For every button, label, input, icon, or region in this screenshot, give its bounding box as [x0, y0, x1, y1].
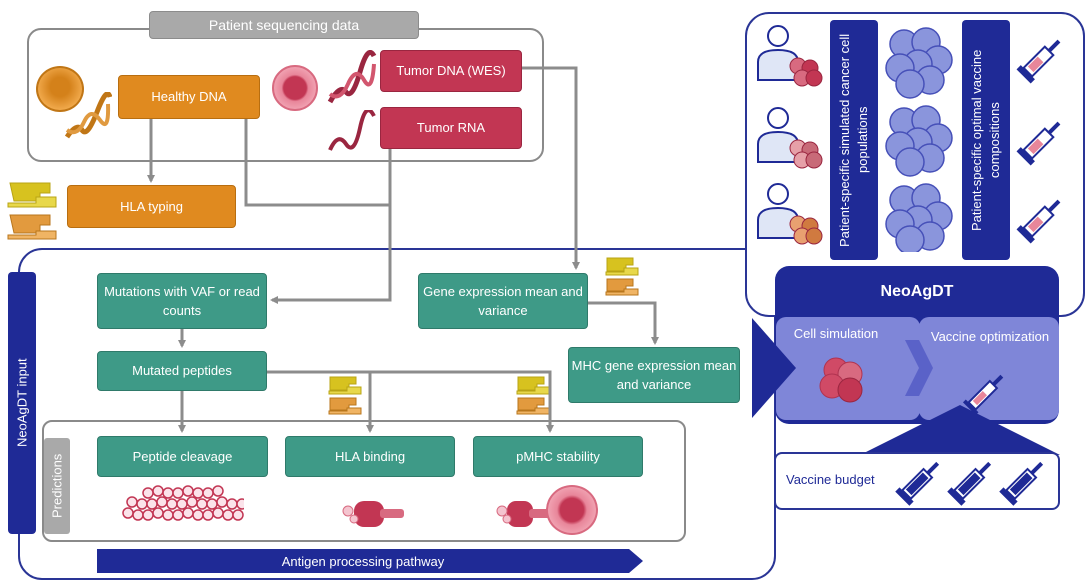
- cancer-cell-cluster-icon: [816, 352, 870, 406]
- hla-molecule-icon: [603, 256, 641, 298]
- syringe-icon: [895, 461, 940, 506]
- tumor-rna-strand-icon: [326, 108, 378, 156]
- syringe-icon: [1016, 199, 1061, 244]
- syringe-icon: [1016, 39, 1061, 84]
- tumor-cell-icon: [272, 65, 318, 111]
- syringe-icon: [962, 366, 1012, 416]
- antigen-pathway-label: Antigen processing pathway: [281, 553, 445, 569]
- gene-expression-box: Gene expression mean and variance: [418, 273, 588, 329]
- vaccine-budget-label: Vaccine budget: [786, 472, 875, 487]
- mutated-peptides-box: Mutated peptides: [97, 351, 267, 391]
- vaccine-optimization-panel: [919, 317, 1059, 420]
- syringe-icons-row: [895, 456, 1055, 506]
- peptide-chain-icon: [122, 485, 248, 525]
- cell-cluster-icon: [885, 183, 953, 255]
- vaccine-compositions-label: Patient-specific optimal vaccine composi…: [962, 20, 1010, 260]
- process-chevron: [905, 340, 933, 396]
- tumor-dna-box: Tumor DNA (WES): [380, 50, 522, 92]
- peptide-mhc-complex-icon: [340, 497, 406, 531]
- peptide-mhc-complex-icon: [495, 497, 551, 531]
- patient-icon: [757, 107, 823, 169]
- hla-molecule-icon: [326, 375, 364, 417]
- neoagdt-input-side-label: NeoAgDT input: [8, 272, 36, 534]
- healthy-dna-helix-icon: [62, 91, 113, 140]
- cell-simulation-label: Cell simulation: [793, 326, 879, 341]
- hla-binding-box: HLA binding: [285, 436, 455, 477]
- hla-typing-box: HLA typing: [67, 185, 236, 228]
- patient-icon: [757, 183, 823, 245]
- mutations-box: Mutations with VAF or read counts: [97, 273, 267, 329]
- syringe-icon: [999, 461, 1044, 506]
- cell-cluster-icon: [885, 27, 953, 99]
- hla-molecule-icon: [4, 181, 62, 243]
- hla-molecule-icon: [514, 375, 552, 417]
- mhc-expression-box: MHC gene expression mean and variance: [568, 347, 740, 403]
- peptide-cleavage-box: Peptide cleavage: [97, 436, 268, 477]
- tumor-dna-helix-icon: [326, 50, 378, 106]
- syringe-icon: [1016, 121, 1061, 166]
- healthy-dna-box: Healthy DNA: [118, 75, 260, 119]
- vaccine-optimization-label: Vaccine optimization: [930, 329, 1050, 344]
- tumor-rna-box: Tumor RNA: [380, 107, 522, 149]
- patient-icon: [757, 25, 823, 87]
- budget-connector: [860, 405, 1060, 455]
- neoagdt-title: NeoAgDT: [880, 283, 954, 300]
- predictions-side-label: Predictions: [44, 438, 70, 534]
- tumor-cell-icon: [546, 485, 598, 535]
- syringe-icons-column: [1014, 30, 1070, 246]
- healthy-cell-icon: [36, 66, 84, 112]
- cell-cluster-icon: [885, 105, 953, 177]
- cell-cluster-icons-column: [882, 24, 958, 255]
- pmhc-stability-box: pMHC stability: [473, 436, 643, 477]
- syringe-icon: [947, 461, 992, 506]
- patient-sequencing-data-label: Patient sequencing data: [149, 11, 419, 39]
- patient-icons-column: [752, 22, 828, 252]
- simulated-populations-label: Patient-specific simulated cancer cell p…: [830, 20, 878, 260]
- antigen-pathway-arrow: [97, 549, 643, 573]
